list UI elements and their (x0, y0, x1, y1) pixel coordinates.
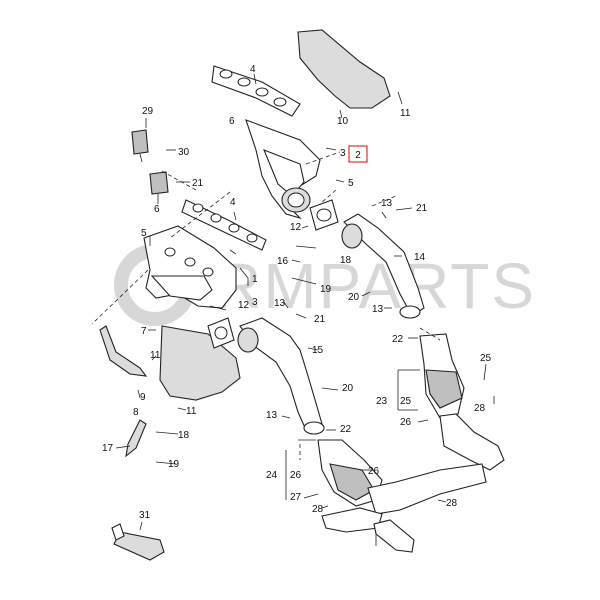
callout-13-lower: 13 (266, 410, 278, 421)
callout-21-upper: 21 (416, 203, 428, 214)
callout-21-middle: 21 (314, 314, 326, 325)
y-pipe-rear (321, 413, 505, 553)
callout-8: 8 (133, 407, 139, 418)
catalytic-converter-left-lower (317, 439, 383, 507)
flange-gasket-left (207, 317, 235, 349)
sealant-tube (111, 523, 165, 561)
callout-20-lower: 20 (342, 383, 354, 394)
gasket-upper (211, 65, 301, 117)
callout-16: 16 (277, 256, 289, 267)
callout-5-upper: 5 (348, 178, 354, 189)
callout-21-left: 21 (192, 178, 204, 189)
flange-gasket-upper (309, 199, 339, 231)
callout-30: 30 (178, 147, 190, 158)
callout-18-lower: 18 (178, 430, 190, 441)
leader-lines (115, 73, 495, 546)
callout-3-left: 3 (252, 297, 258, 308)
callout-17: 17 (102, 443, 114, 454)
callout-23: 23 (376, 396, 388, 407)
catalytic-converter-right (419, 333, 465, 419)
callout-12-upper: 12 (290, 222, 302, 233)
callout-26-right: 26 (400, 417, 412, 428)
callout-28-middle: 28 (446, 498, 458, 509)
assembly-lines (91, 151, 441, 460)
callout-19-lower: 19 (168, 459, 180, 470)
callout-11-lower: 11 (186, 406, 197, 417)
callout-13-right: 13 (372, 304, 384, 315)
callout-15: 15 (312, 345, 324, 356)
callout-9: 9 (140, 392, 146, 403)
callout-27: 27 (290, 492, 302, 503)
callout-11-upper: 11 (400, 108, 411, 119)
sensor-connectors (131, 129, 169, 204)
callout-22-upper: 22 (392, 334, 404, 345)
callout-3-upper: 3 (340, 148, 346, 159)
callout-4-upper: 4 (250, 64, 256, 75)
heat-shield-upper (297, 29, 391, 109)
callout-12-left: 12 (238, 300, 250, 311)
callout-10: 10 (337, 116, 349, 127)
callout-19-upper: 19 (320, 284, 332, 295)
callout-6-left: 6 (154, 204, 160, 215)
exhaust-manifold-left (143, 225, 237, 309)
bracket-left (99, 325, 148, 377)
watermark-text: RMPARTS (215, 250, 536, 322)
callout-20-upper: 20 (348, 292, 360, 303)
callout-31: 31 (139, 510, 151, 521)
callout-18-upper: 18 (340, 255, 352, 266)
gasket-left (181, 199, 267, 251)
callout-24: 24 (266, 470, 278, 481)
callout-26-left: 26 (290, 470, 302, 481)
callout-13-left: 13 (274, 298, 286, 309)
callout-6-upper: 6 (229, 116, 235, 127)
callout-13-upper: 13 (381, 198, 393, 209)
callout-22-lower: 22 (340, 424, 352, 435)
callout-labels: 2 3 4 5 6 10 11 12 13 21 14 16 18 19 20 … (102, 64, 492, 521)
callout-26-middle: 26 (368, 466, 380, 477)
callout-5-left: 5 (141, 228, 147, 239)
watermark: RMPARTS (114, 244, 536, 326)
callout-25-right: 25 (480, 353, 492, 364)
catalytic-converter-pipe-left (237, 317, 325, 435)
callout-14: 14 (414, 252, 426, 263)
exhaust-manifold-upper (245, 119, 321, 220)
catalytic-converter-pipe-upper (341, 213, 425, 319)
callout-29: 29 (142, 106, 154, 117)
callout-7: 7 (141, 326, 147, 337)
callout-28-left: 28 (312, 504, 324, 515)
support-strut (125, 419, 147, 458)
callout-11-left: 11 (150, 350, 161, 361)
callout-25-left: 25 (400, 396, 412, 407)
callout-2: 2 (355, 150, 361, 161)
callout-1: 1 (252, 274, 258, 285)
highlight-box-part-2 (348, 145, 368, 163)
callout-4-left: 4 (230, 197, 236, 208)
callout-28-right: 28 (474, 403, 486, 414)
bolts (155, 245, 317, 465)
